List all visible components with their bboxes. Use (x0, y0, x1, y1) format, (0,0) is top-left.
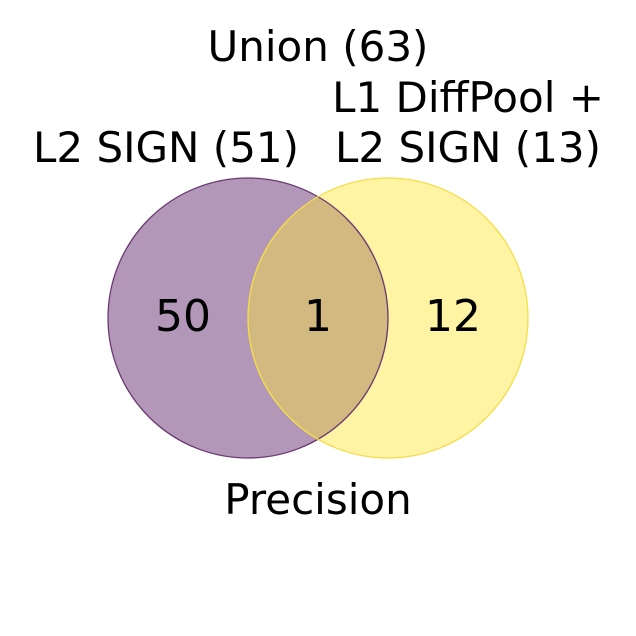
set-overlap-region (248, 178, 388, 458)
set-label-left: L2 SIGN (51) (33, 123, 299, 172)
count-left-only: 50 (155, 291, 211, 342)
count-intersection: 1 (304, 291, 332, 342)
set-label-right-line-2: L2 SIGN (13) (335, 123, 601, 172)
set-circle-left-outline (107, 177, 389, 459)
set-label-right-line-1: L1 DiffPool + (332, 73, 604, 122)
count-right-only: 12 (425, 291, 481, 342)
diagram-title: Union (63) (208, 22, 429, 71)
diagram-caption: Precision (224, 475, 411, 524)
set-circle-right-outline (247, 177, 529, 459)
